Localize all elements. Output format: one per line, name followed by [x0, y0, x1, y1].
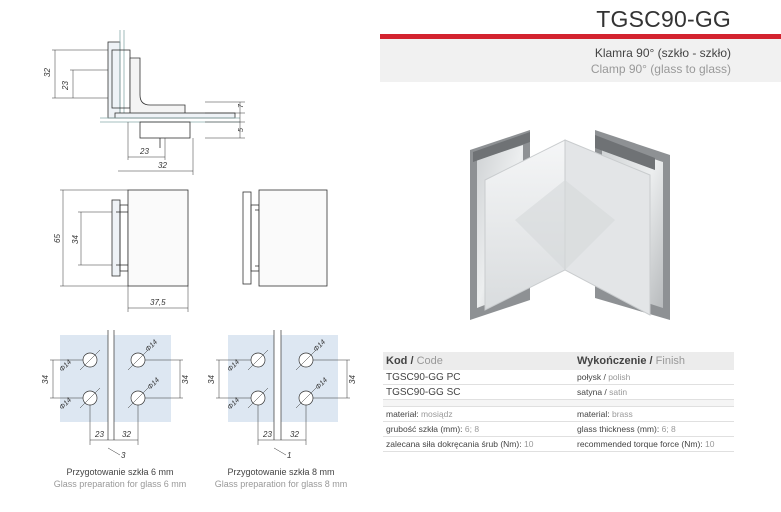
dim-front-65: 65	[53, 234, 62, 243]
table-row: TGSC90-GG PC połysk / polish	[383, 370, 734, 385]
prep6-dim-32: 32	[122, 430, 131, 439]
prep6-dim-23: 23	[94, 430, 104, 439]
product-table: Kod / Code Wykończenie / Finish TGSC90-G…	[383, 352, 734, 452]
accent-bar	[380, 34, 781, 39]
prep6-dim-gap: 3	[121, 451, 126, 460]
table-row: TGSC90-GG SC satyna / satin	[383, 385, 734, 400]
table-divider	[383, 400, 734, 407]
caption-prep-6-pl: Przygotowanie szkła 6 mm	[66, 467, 174, 477]
prep6-dim-34l: 34	[41, 375, 50, 384]
product-name-en: Clamp 90° (glass to glass)	[590, 62, 731, 76]
caption-prep-6-en: Glass preparation for glass 6 mm	[53, 479, 187, 489]
dim-front-34: 34	[71, 235, 80, 244]
dim-top-23b: 23	[139, 147, 149, 156]
product-code-title: TGSC90-GG	[596, 6, 731, 32]
prep6-dim-34r: 34	[181, 375, 190, 384]
caption-prep-8-pl: Przygotowanie szkła 8 mm	[227, 467, 335, 477]
glass-prep-6-drawing	[50, 330, 183, 456]
dim-top-23: 23	[61, 81, 70, 91]
dim-top-5: 5	[238, 128, 245, 132]
technical-drawings: 32 23 7 5 23 32 65 34 37,5	[41, 30, 357, 460]
spec-row: zalecana siła dokręcania śrub (Nm): 10 r…	[383, 437, 734, 452]
spec-row: grubość szkła (mm): 6; 8 glass thickness…	[383, 422, 734, 437]
caption-prep-6: Przygotowanie szkła 6 mm Glass preparati…	[30, 466, 210, 490]
front-view-drawing	[60, 189, 328, 312]
glass-prep-8-drawing	[216, 330, 350, 456]
prep8-dim-32: 32	[290, 430, 299, 439]
caption-prep-8: Przygotowanie szkła 8 mm Glass preparati…	[196, 466, 366, 490]
top-view-drawing	[52, 30, 245, 175]
prep8-dim-gap: 1	[287, 451, 291, 460]
dim-top-7: 7	[238, 103, 245, 108]
spec-row: materiał: mosiądz material: brass	[383, 407, 734, 422]
prep8-dim-34r: 34	[348, 375, 357, 384]
product-name-panel: Klamra 90° (szkło - szkło) Clamp 90° (gl…	[380, 39, 781, 82]
dim-top-32b: 32	[158, 161, 167, 170]
table-header: Kod / Code Wykończenie / Finish	[383, 352, 734, 370]
dim-front-375: 37,5	[150, 298, 166, 307]
product-name-pl: Klamra 90° (szkło - szkło)	[594, 46, 731, 60]
col-code-header: Kod / Code	[386, 355, 443, 367]
caption-prep-8-en: Glass preparation for glass 8 mm	[214, 479, 348, 489]
prep8-dim-23: 23	[262, 430, 272, 439]
col-finish-header: Wykończenie / Finish	[577, 355, 686, 367]
dim-top-32: 32	[43, 68, 52, 77]
prep8-dim-34l: 34	[207, 375, 216, 384]
product-photo	[470, 130, 670, 320]
